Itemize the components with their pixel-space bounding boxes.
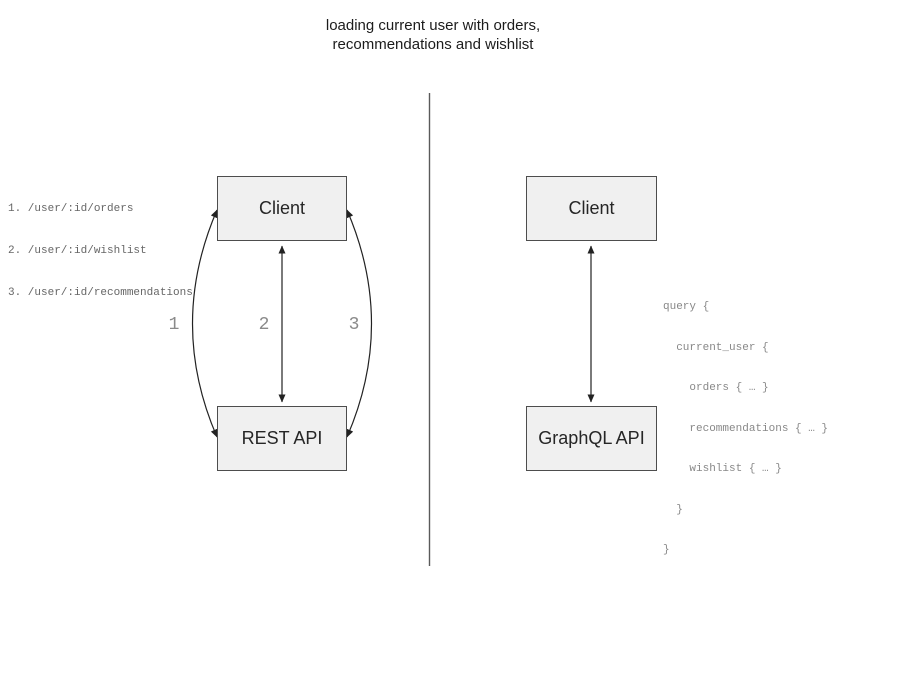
- graphql-client-box: Client: [526, 176, 657, 241]
- diagram-title: loading current user with orders, recomm…: [133, 16, 733, 54]
- rest-client-box: Client: [217, 176, 347, 241]
- rest-arrow-3-label: 3: [348, 315, 360, 335]
- rest-arrow-2-label: 2: [258, 315, 270, 335]
- graphql-query-line: current_user {: [663, 341, 769, 354]
- graphql-query-snippet: query { current_user { orders { … } reco…: [663, 274, 828, 585]
- rest-api-box: REST API: [217, 406, 347, 471]
- rest-endpoint-wishlist: 2. /user/:id/wishlist: [8, 245, 147, 257]
- rest-endpoint-recommendations: 3. /user/:id/recommendations: [8, 287, 193, 299]
- graphql-query-line: }: [663, 544, 670, 556]
- rest-arrow-1-label: 1: [168, 315, 180, 335]
- diagram-title-line-1: loading current user with orders,: [325, 17, 541, 34]
- rest-api-box-label: REST API: [241, 428, 323, 448]
- graphql-api-box: GraphQL API: [526, 406, 657, 471]
- graphql-query-line: }: [663, 503, 683, 516]
- rest-endpoint-orders: 1. /user/:id/orders: [8, 203, 134, 215]
- graphql-query-line: wishlist { … }: [663, 463, 782, 475]
- graphql-query-line: orders { … }: [663, 382, 769, 394]
- graphql-api-box-label: GraphQL API: [538, 428, 645, 448]
- rest-endpoints-list: 1. /user/:id/orders 2. /user/:id/wishlis…: [8, 174, 193, 328]
- rest-arrow-1-curve: [191, 209, 218, 438]
- graphql-client-box-label: Client: [568, 198, 615, 218]
- diagram-title-line-2: recommendations and wishlist: [332, 36, 534, 53]
- rest-client-box-label: Client: [258, 198, 306, 218]
- graphql-query-line: query {: [663, 301, 710, 313]
- graphql-query-line: recommendations { … }: [663, 422, 829, 435]
